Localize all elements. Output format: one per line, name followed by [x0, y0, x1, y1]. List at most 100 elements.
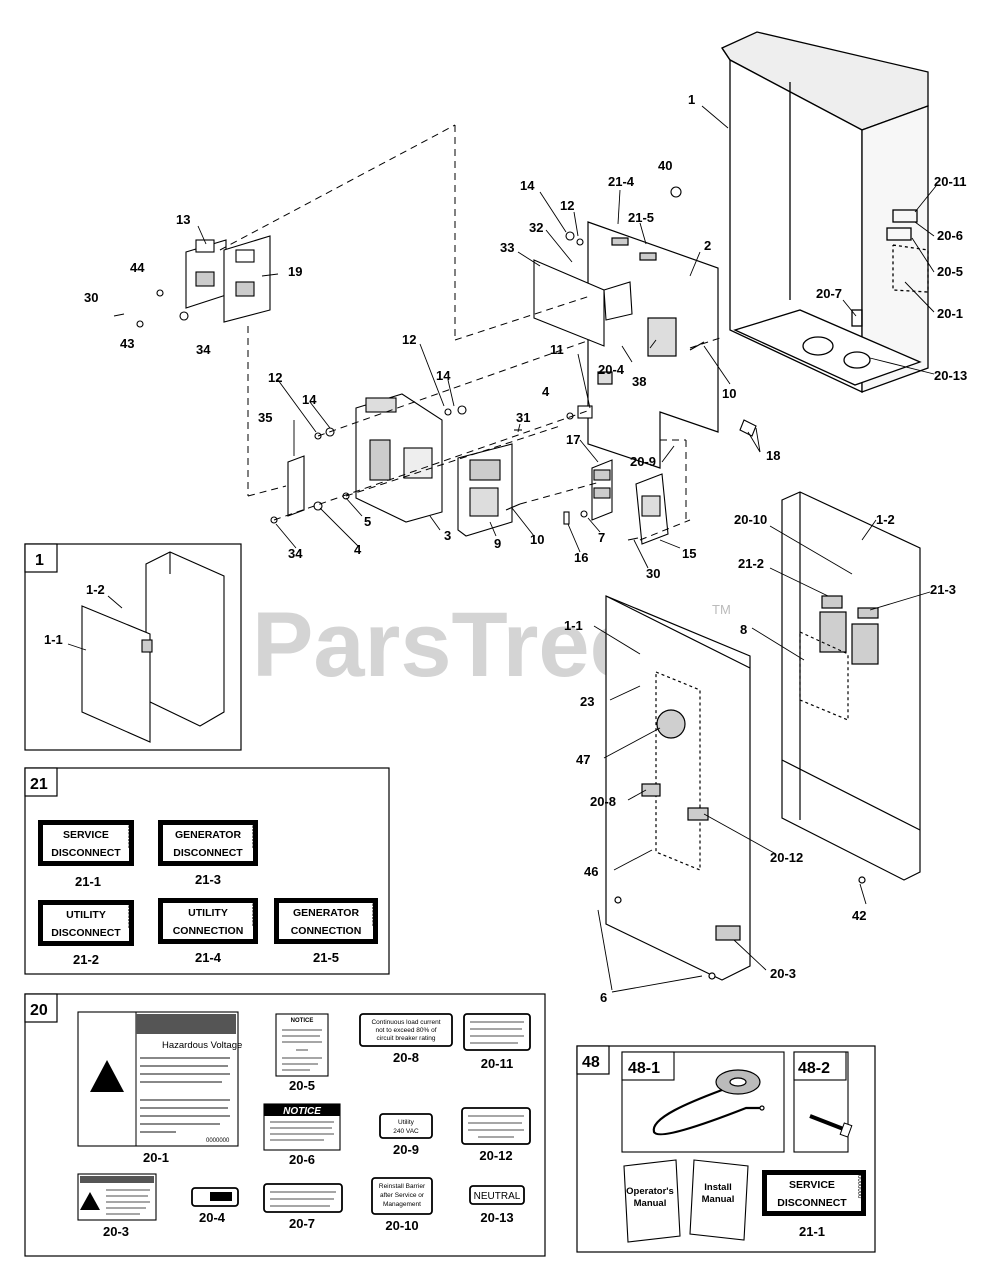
svg-text:not to exceed 80% of: not to exceed 80% of	[375, 1027, 436, 1034]
svg-text:SERVICE: SERVICE	[63, 829, 109, 841]
inset-20-number: 20	[30, 1002, 48, 1019]
decal-20-6: NOTICE 20-6	[263, 1103, 341, 1167]
watermark-mark: TM	[712, 602, 731, 617]
callout-31: 31	[516, 410, 530, 425]
callout-20-10: 20-10	[734, 512, 767, 527]
svg-text:20-8: 20-8	[393, 1050, 419, 1065]
callout-4-mid: 4	[542, 384, 550, 399]
svg-text:0000000: 0000000	[126, 905, 132, 929]
svg-text:Install: Install	[704, 1182, 731, 1193]
callout-42: 42	[852, 908, 866, 923]
svg-text:20-1: 20-1	[143, 1150, 169, 1165]
callout-30-bottom: 30	[646, 566, 660, 581]
callout-34-left: 34	[196, 342, 211, 357]
svg-text:DISCONNECT: DISCONNECT	[777, 1197, 847, 1209]
callout-21-3: 21-3	[930, 582, 956, 597]
callout-12-top: 12	[560, 198, 574, 213]
callout-10-mid: 10	[530, 532, 544, 547]
decal-20-13: NEUTRAL 20-13	[469, 1185, 525, 1225]
dead-front-part-1-1	[605, 595, 751, 981]
label-21-1: SERVICE DISCONNECT 0000000 21-1	[38, 820, 134, 889]
callout-9: 9	[494, 536, 501, 551]
callout-21-2: 21-2	[738, 556, 764, 571]
decal-20-1: Hazardous Voltage 0000000 20-1	[77, 1011, 242, 1165]
svg-text:20-5: 20-5	[289, 1078, 315, 1093]
callout-14-mid: 14	[436, 368, 451, 383]
decal-20-11: 20-11	[463, 1013, 531, 1071]
callout-20-11: 20-11	[934, 174, 967, 189]
svg-text:21-5: 21-5	[313, 950, 339, 965]
svg-text:0000000: 0000000	[206, 1138, 230, 1144]
svg-text:20-6: 20-6	[289, 1152, 315, 1167]
svg-text:DISCONNECT: DISCONNECT	[51, 927, 121, 939]
callout-6: 6	[600, 990, 607, 1005]
callout-13: 13	[176, 212, 190, 227]
svg-text:20-7: 20-7	[289, 1216, 315, 1231]
decal-20-12: 20-12	[461, 1107, 531, 1163]
svg-text:21-4: 21-4	[195, 950, 222, 965]
inset-1: 1 1-2 1-1	[24, 543, 242, 751]
svg-text:0000000: 0000000	[250, 903, 256, 927]
install-manual-icon: Install Manual	[689, 1159, 749, 1241]
svg-text:UTILITY: UTILITY	[66, 909, 106, 921]
callout-20-6: 20-6	[937, 228, 963, 243]
callout-16: 16	[574, 550, 588, 565]
callout-20-3: 20-3	[770, 966, 796, 981]
transfer-switch-part-3	[355, 393, 443, 523]
decal-20-8: Continuous load current not to exceed 80…	[359, 1013, 453, 1065]
inset-21-number: 21	[30, 776, 48, 793]
svg-text:20-3: 20-3	[103, 1224, 129, 1239]
breaker-parts-13-19	[185, 235, 271, 323]
svg-text:Manual: Manual	[702, 1194, 735, 1205]
callout-34-bottom: 34	[288, 546, 303, 561]
callout-14-left: 14	[302, 392, 317, 407]
callout-30-left: 30	[84, 290, 98, 305]
svg-text:0000000: 0000000	[126, 825, 132, 849]
interior-panel	[587, 221, 719, 469]
callout-38: 38	[632, 374, 646, 389]
svg-text:21-1: 21-1	[75, 874, 101, 889]
inset-21: 21 SERVICE DISCONNECT 0000000 21-1 GENER…	[24, 767, 390, 975]
terminal-parts-17-15	[591, 459, 669, 545]
svg-text:SERVICE: SERVICE	[789, 1179, 835, 1191]
callout-19: 19	[288, 264, 302, 279]
callout-20-8: 20-8	[590, 794, 616, 809]
svg-text:Reinstall Barrier: Reinstall Barrier	[379, 1183, 426, 1190]
callout-8: 8	[740, 622, 747, 637]
inset-1-label-1-1: 1-1	[44, 632, 63, 647]
callout-20-12: 20-12	[770, 850, 803, 865]
callout-20-4: 20-4	[598, 362, 625, 377]
svg-text:Management: Management	[383, 1201, 421, 1208]
callout-21-5: 21-5	[628, 210, 654, 225]
callout-4-bottom: 4	[354, 542, 362, 557]
svg-text:Hazardous Voltage: Hazardous Voltage	[162, 1040, 242, 1051]
svg-text:NOTICE: NOTICE	[291, 1018, 314, 1024]
callout-20-1: 20-1	[937, 306, 963, 321]
leader-lines	[197, 105, 937, 569]
dead-front-leaders	[593, 625, 777, 993]
svg-text:Manual: Manual	[634, 1198, 667, 1209]
inset-48-number: 48	[582, 1054, 600, 1071]
decal-20-4: 20-4	[191, 1187, 239, 1225]
svg-text:20-4: 20-4	[199, 1210, 226, 1225]
svg-text:DISCONNECT: DISCONNECT	[173, 847, 243, 859]
hardware-screws-washers	[113, 186, 757, 541]
svg-text:GENERATOR: GENERATOR	[175, 829, 242, 841]
label-21-4: UTILITY CONNECTION 0000000 21-4	[158, 898, 258, 965]
svg-text:CONNECTION: CONNECTION	[291, 925, 362, 937]
watermark-text: ParsTree	[252, 594, 641, 696]
svg-text:NEUTRAL: NEUTRAL	[474, 1191, 521, 1202]
callout-2: 2	[704, 238, 711, 253]
svg-text:21-2: 21-2	[73, 952, 99, 967]
callout-1-2: 1-2	[876, 512, 895, 527]
label-21-3: GENERATOR DISCONNECT 0000000 21-3	[158, 820, 258, 887]
callout-33: 33	[500, 240, 514, 255]
assembly-dashed-lines	[219, 124, 721, 541]
inset-1-label-1-2: 1-2	[86, 582, 105, 597]
callout-20-9: 20-9	[630, 454, 656, 469]
callout-20-7: 20-7	[816, 286, 842, 301]
label-21-5: GENERATOR CONNECTION 0000000 21-5	[274, 898, 378, 965]
inset-48: 48 48-1 48-2 Operator's Manual Install M…	[576, 1045, 876, 1253]
cover-leaders	[751, 519, 931, 905]
svg-text:0000000: 0000000	[370, 903, 376, 927]
